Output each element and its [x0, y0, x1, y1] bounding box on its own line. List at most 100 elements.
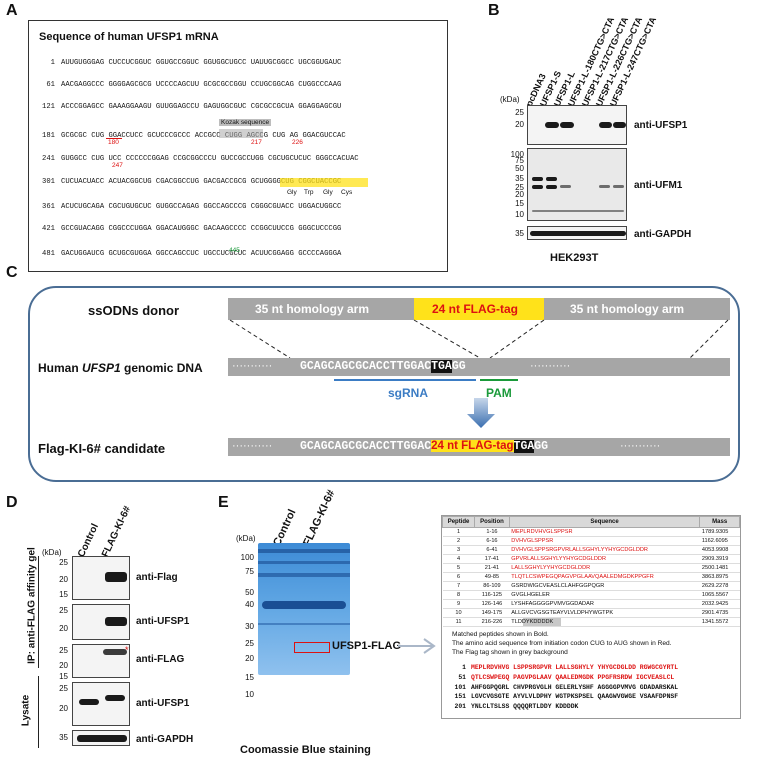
pos-180: 180	[108, 139, 119, 146]
band	[103, 649, 127, 655]
e-marker: 25	[245, 639, 254, 648]
b-ufm1-marker: 25	[515, 183, 524, 192]
cell-seq: GSRDWIGCVEASLCLAHFGGPQGR	[509, 581, 700, 591]
cell-seq: DVHVGLSPPSR	[509, 536, 700, 546]
coomassie-caption: Coomassie Blue staining	[240, 744, 371, 756]
panel-c-label: C	[6, 264, 18, 281]
d-blot-lysate-flag: *	[72, 644, 130, 678]
note-red: The amino acid sequence from initiation …	[452, 639, 672, 647]
candidate-sequence: GCAGCAGCGCACCTTGGAC24 nt FLAG-tagTGAGG	[300, 440, 548, 453]
b-ufm1-marker: 75	[515, 156, 524, 165]
d-antibody-ufsp1-ip: anti-UFSP1	[136, 616, 190, 627]
band	[105, 572, 127, 582]
candidate-seq: GCAGCAGCGCACCTTGGAC	[300, 440, 432, 453]
genomic-dots-left: ···········	[232, 360, 273, 372]
gel-band	[258, 561, 350, 564]
cell-pos: 86-109	[474, 581, 510, 591]
d-antibody-flag: anti-Flag	[136, 572, 178, 583]
e-marker: 20	[245, 654, 254, 663]
mrna-line-sequence: ACCCGGAGCC GAAAGGAAGU GUUGGAGCCU GAGUGGC…	[61, 103, 342, 111]
d-marker: 15	[59, 672, 68, 681]
cell-p: 4	[442, 554, 475, 564]
pam-label: PAM	[486, 386, 512, 400]
genomic-dots-right: ···········	[530, 360, 571, 372]
e-marker: 30	[245, 622, 254, 631]
to-table-arrow	[398, 638, 436, 654]
b-antibody-gapdh: anti-GAPDH	[634, 229, 692, 240]
candidate-tail: GG	[534, 440, 549, 453]
d-marker: 15	[59, 590, 68, 599]
th-peptide: Peptide	[441, 516, 476, 528]
aa-cys: Cys	[341, 189, 353, 196]
d-marker: 25	[59, 606, 68, 615]
cell-mass: 2901.4735	[699, 608, 740, 618]
cell-mass: 2629.2278	[699, 581, 740, 591]
aa-line-number: 51	[458, 673, 466, 681]
band	[532, 177, 543, 181]
band	[599, 122, 612, 128]
cell-seq: MEPLRDVHVGLSPPSR	[509, 527, 700, 537]
aa-line-sequence: LGVCVGSGTE AYVLVLDPHY WGTPKSPSEL QAAGWVG…	[471, 693, 679, 701]
cell-p: 5	[442, 563, 475, 573]
d-marker: 20	[59, 575, 68, 584]
stop-codon: TGA	[431, 360, 452, 373]
mrna-line-sequence: GUGGCC CUG UCC CCCCCCGGAG CCGCGGCCCU GUC…	[61, 155, 359, 163]
d-blot-gapdh	[72, 730, 130, 746]
b-blot-ufsp1	[527, 105, 627, 145]
aa-line-number: 101	[454, 683, 466, 691]
cell-seq: GVGLHGELER	[509, 590, 700, 600]
d-antibody-gapdh: anti-GAPDH	[136, 734, 194, 745]
homology-arm-left	[228, 298, 414, 320]
candidate-label: Flag-KI-6# candidate	[38, 441, 166, 456]
sgrna-label: sgRNA	[388, 386, 429, 400]
flag-tag-box	[414, 298, 544, 320]
cell-seq: DVHVGLSPPSRGPVRLALLSGHYLYYHYGCDGLDDR	[509, 545, 700, 555]
table-notes: Matched peptides shown in Bold. The amin…	[442, 627, 740, 660]
d-lysate-label: Lysate	[20, 694, 32, 727]
cell-seq: ALLGVCVGSGTEAYVLVLDPHYWGTPK	[509, 608, 700, 618]
cell-seq: LYSHFAGGGGPVMVGGDADAR	[509, 599, 700, 609]
band	[532, 185, 543, 189]
donor-label: ssODNs donor	[88, 303, 180, 318]
aa-gly: Gly	[287, 189, 297, 196]
cell-p: 2	[442, 536, 475, 546]
coomassie-gel	[258, 543, 350, 675]
cell-pos: 1-16	[474, 527, 510, 537]
aa-trp: Trp	[304, 189, 314, 196]
cug-highlight	[280, 178, 368, 187]
cell-p: 11	[442, 617, 475, 627]
crispr-design-frame	[28, 286, 740, 482]
b-kda-label: (kDa)	[500, 95, 520, 104]
band	[545, 122, 559, 128]
band	[613, 185, 624, 188]
b-ufm1-marker: 50	[515, 164, 524, 173]
aa-line-sequence: MEPLRDVHVG LSPPSRGPVR LALLSGHYLY YHYGCDG…	[471, 663, 679, 671]
d-marker: 20	[59, 661, 68, 670]
d-antibody-flag-lysate: anti-FLAG	[136, 654, 185, 665]
b-ufm1-marker: 20	[515, 190, 524, 199]
b-ufm1-marker: 15	[515, 199, 524, 208]
panel-e-label: E	[218, 494, 229, 511]
d-blot-ip-ufsp1	[72, 604, 130, 640]
panel-d-label: D	[6, 494, 18, 511]
band	[560, 122, 574, 128]
genomic-label-pre: Human	[38, 361, 83, 375]
nonspecific-asterisk: *	[125, 645, 129, 655]
cell-pos: 216-226	[474, 617, 510, 627]
aa-line-number: 1	[462, 663, 466, 671]
homology-arm-right-label: 35 nt homology arm	[570, 302, 685, 316]
d-marker: 25	[59, 558, 68, 567]
cell-mass: 3863.8975	[699, 572, 740, 582]
